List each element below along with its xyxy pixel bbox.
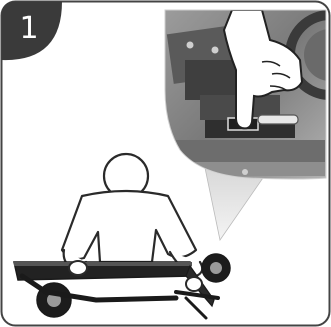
step-number: 1 [14, 12, 44, 46]
